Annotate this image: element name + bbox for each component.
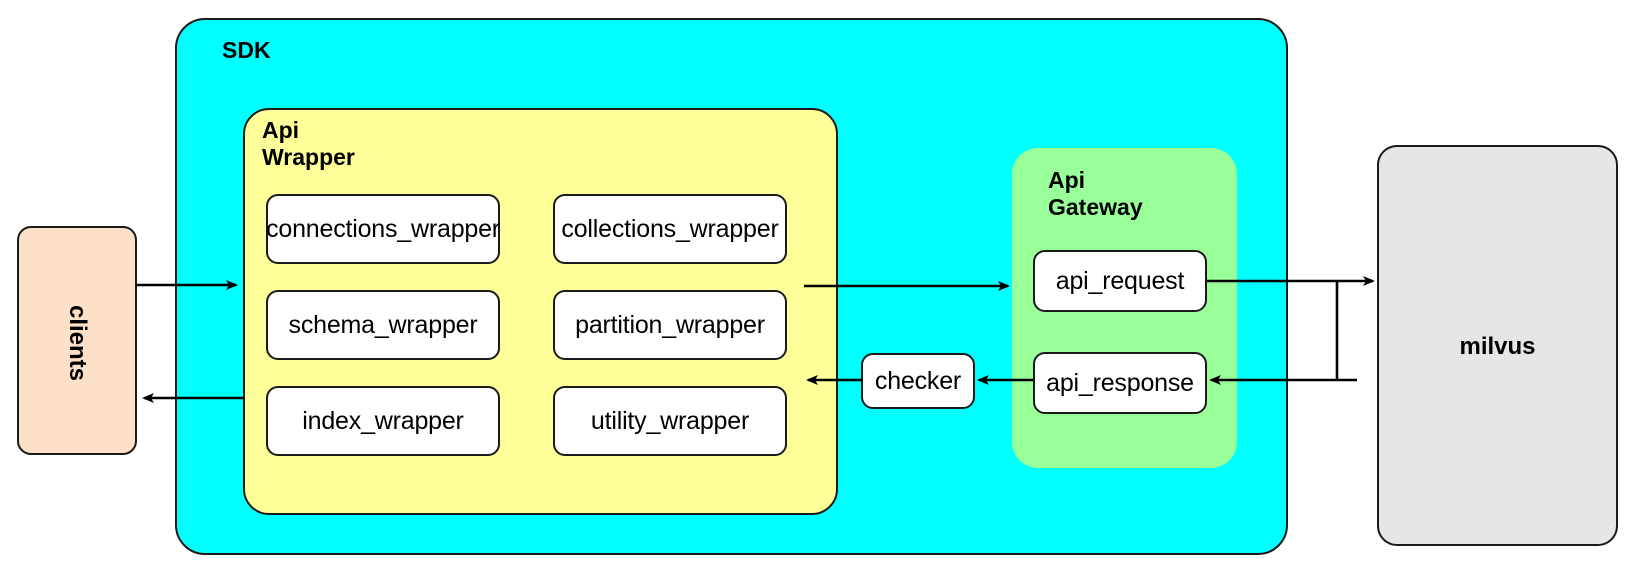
module-partition-wrapper[interactable]: partition_wrapper xyxy=(553,290,787,360)
module-collections-wrapper[interactable]: collections_wrapper xyxy=(553,194,787,264)
module-connections-wrapper[interactable]: connections_wrapper xyxy=(266,194,500,264)
api-wrapper-title: Api Wrapper xyxy=(262,117,355,171)
node-checker[interactable]: checker xyxy=(861,353,975,409)
module-index-wrapper[interactable]: index_wrapper xyxy=(266,386,500,456)
clients-label: clients xyxy=(64,304,91,382)
module-utility-wrapper[interactable]: utility_wrapper xyxy=(553,386,787,456)
sdk-title: SDK xyxy=(222,37,271,63)
node-clients[interactable] xyxy=(17,226,137,455)
module-schema-wrapper[interactable]: schema_wrapper xyxy=(266,290,500,360)
module-api-request[interactable]: api_request xyxy=(1033,250,1207,312)
api-gateway-title: Api Gateway xyxy=(1048,167,1143,221)
milvus-label: milvus xyxy=(1459,333,1536,360)
node-milvus[interactable] xyxy=(1377,145,1618,546)
module-api-response[interactable]: api_response xyxy=(1033,352,1207,414)
